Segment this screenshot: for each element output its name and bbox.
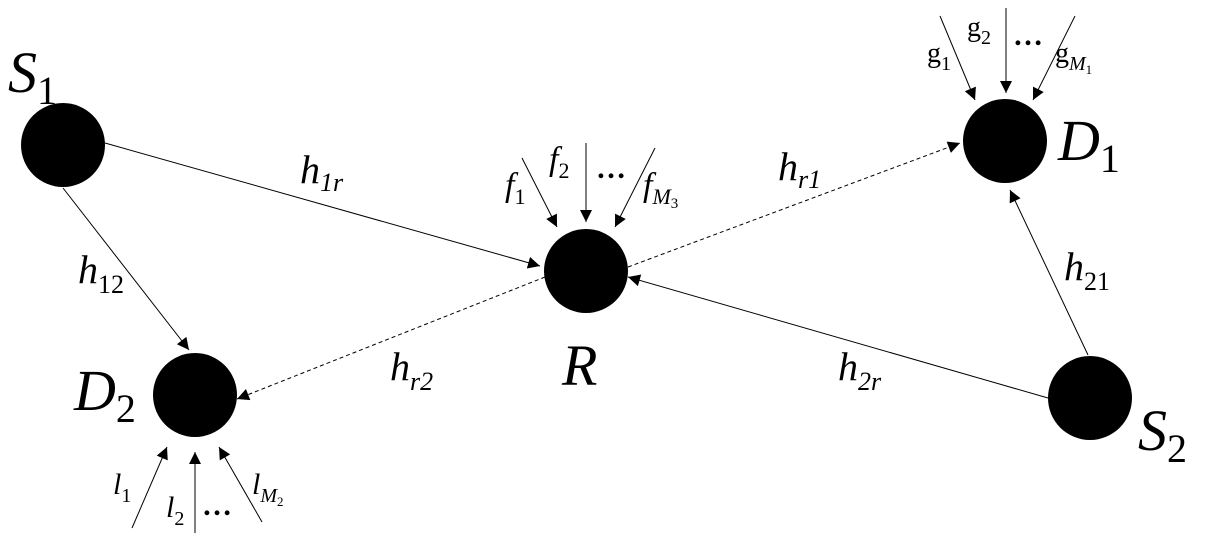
label-d1: D1 [1057,108,1120,181]
label-lm2: lM2 [252,468,284,509]
label-h21: h21 [1064,244,1110,296]
ellipsis-d1: … [1013,19,1043,52]
node-s1 [21,103,105,187]
ellipsis-d2: … [202,489,232,522]
ellipsis-relay: … [596,152,626,185]
node-d1 [963,99,1047,183]
link-r-d1 [627,141,961,268]
link-s2-d1 [1009,189,1089,356]
label-l2: l2 [166,491,184,530]
label-f2: f2 [549,141,569,183]
node-r [544,229,628,313]
label-hr2: hr2 [390,344,433,396]
d1-interference-arrows [939,8,1076,101]
d2-interference-arrows [131,446,263,533]
label-l1: l1 [113,468,131,507]
label-gm1: gM1 [1055,38,1092,77]
link-s1-d2 [62,187,190,351]
label-h1r: h1r [300,147,344,197]
link-s1-r [104,142,541,269]
label-h12: h12 [78,247,124,299]
link-r-d2 [236,276,546,401]
label-s2: S2 [1138,398,1187,471]
label-fm3: fM3 [643,167,678,212]
label-d2: D2 [73,358,136,431]
node-d2 [153,353,237,437]
label-h2r: h2r [838,344,882,396]
link-s2-r [627,274,1049,399]
label-r: R [561,333,597,398]
relay-interference-arrows [521,143,656,228]
node-s2 [1048,356,1132,440]
label-s1: S1 [8,40,57,113]
label-g1: g1 [927,38,951,75]
label-g2: g2 [967,12,991,49]
label-f1: f1 [505,167,525,209]
label-hr1: hr1 [778,144,821,194]
